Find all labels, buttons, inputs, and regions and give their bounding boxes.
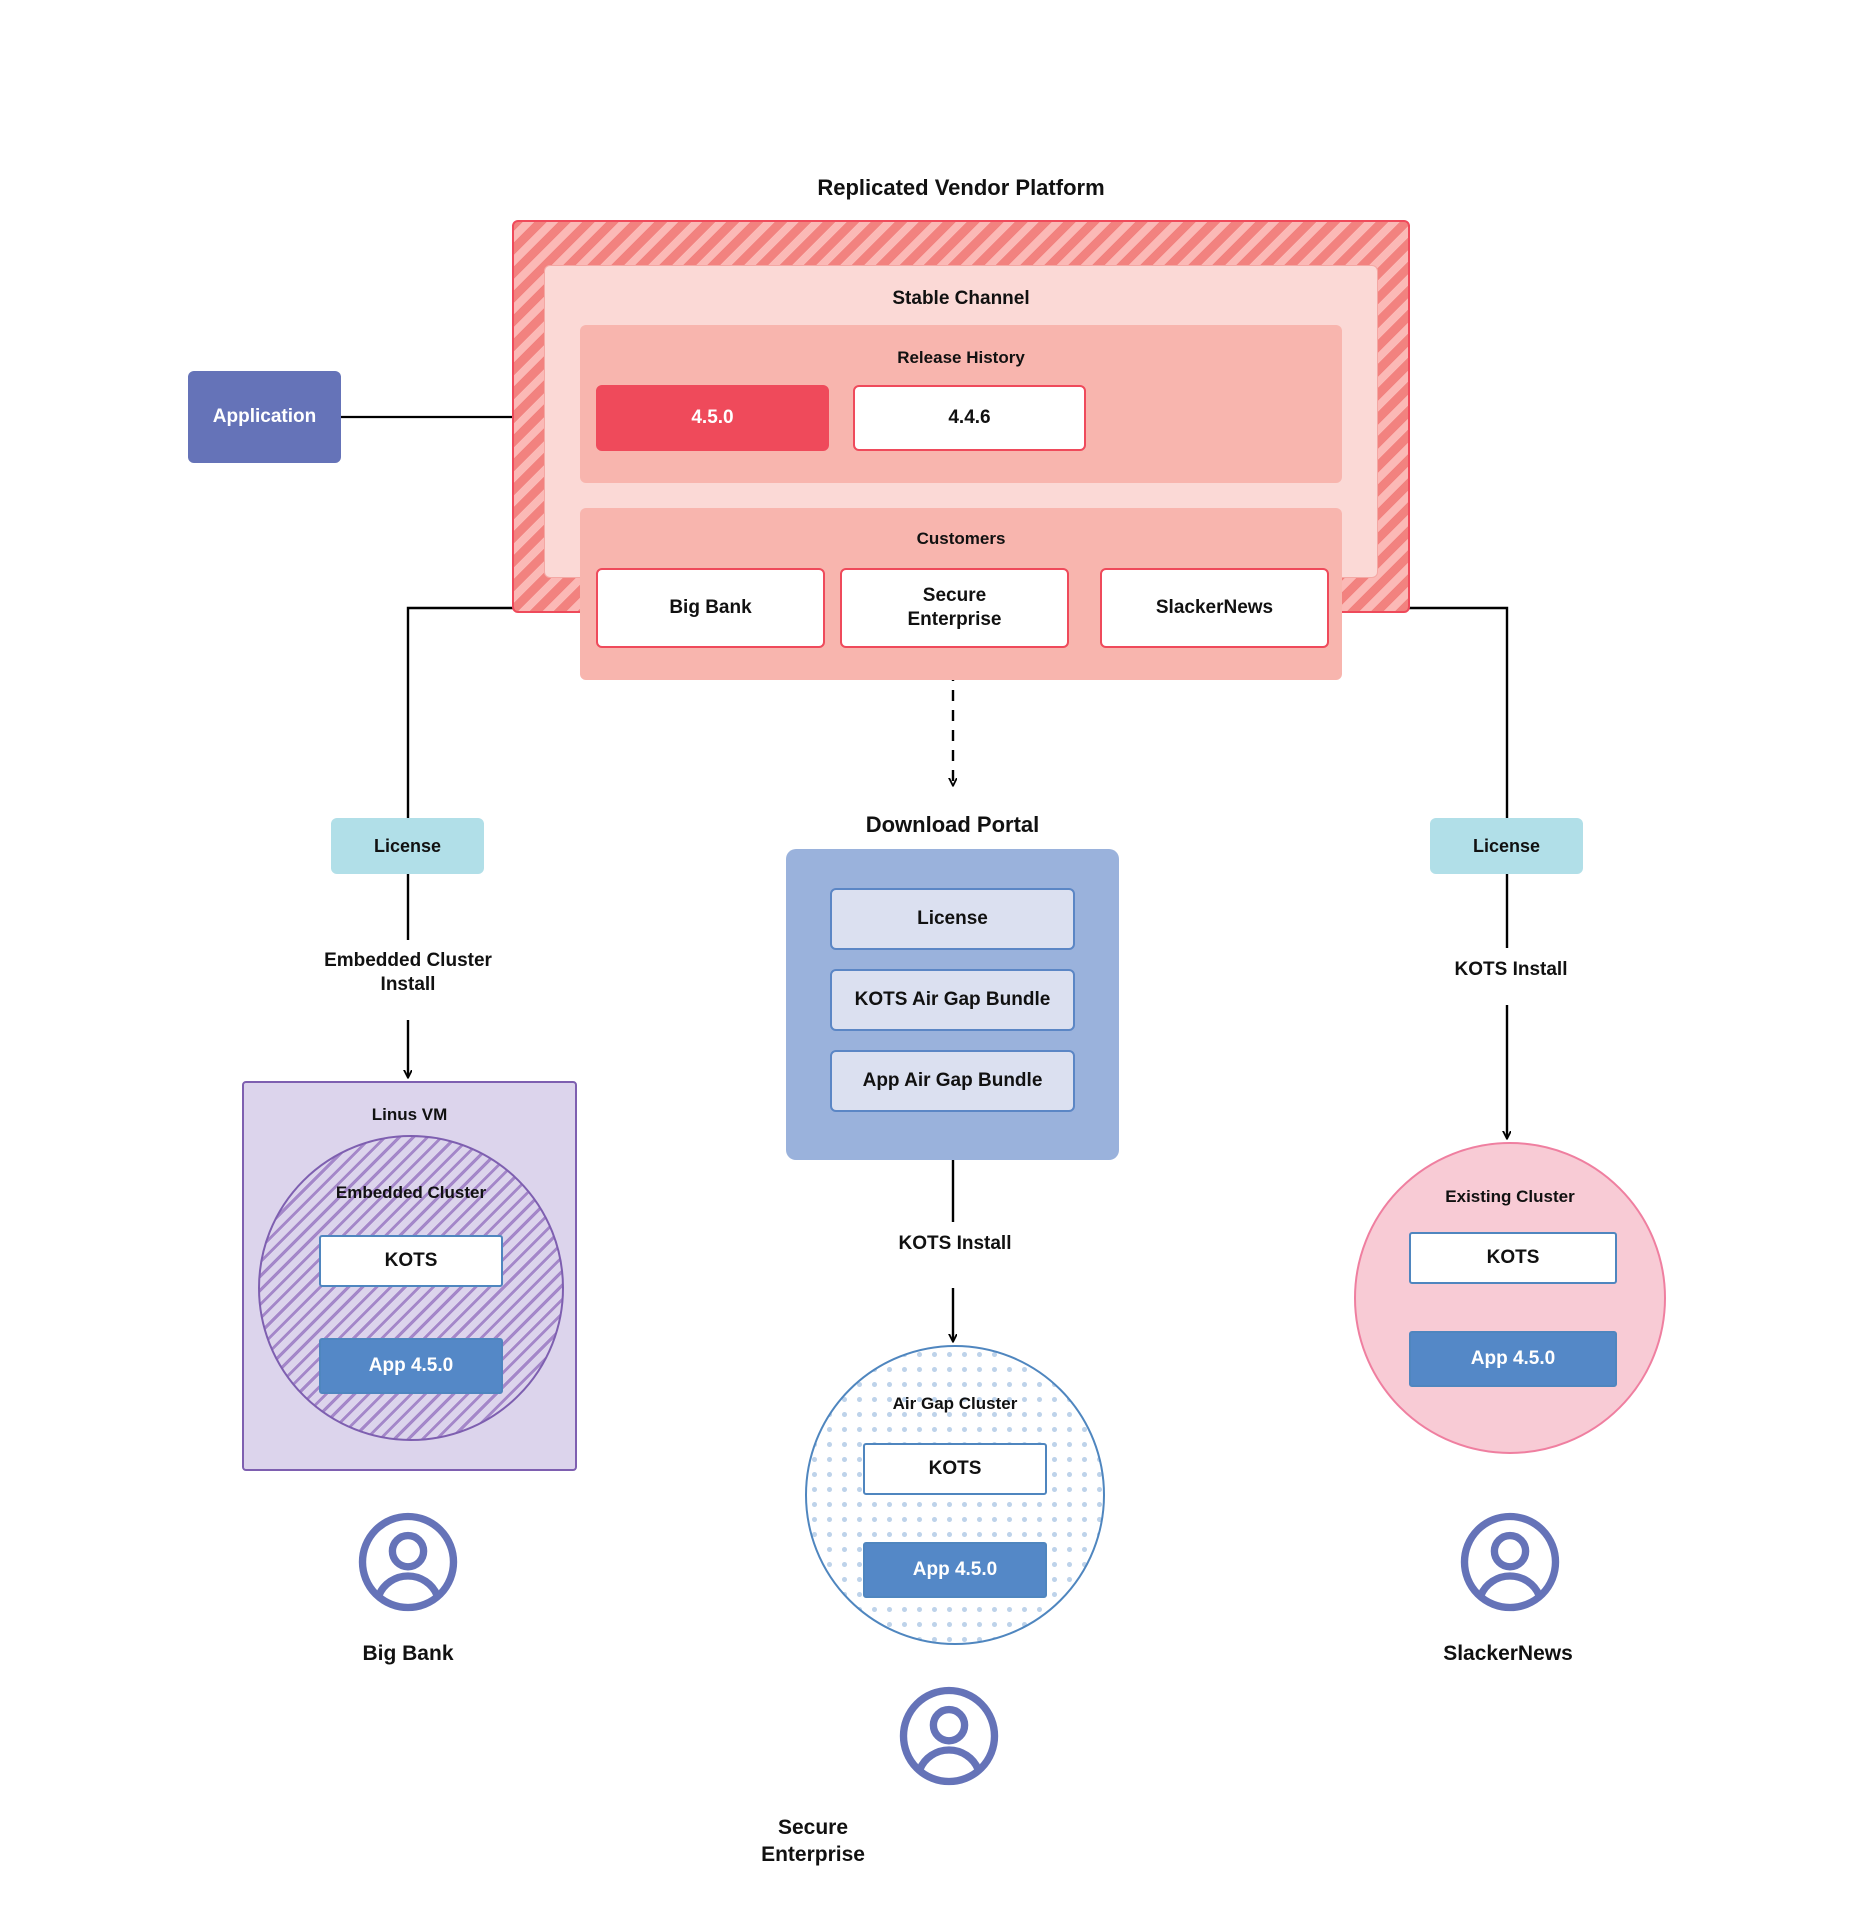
air-gap-cluster-label: Air Gap Cluster bbox=[892, 1394, 1018, 1413]
air-gap-cluster-circle bbox=[805, 1345, 1105, 1645]
edge-slackernews-to-license bbox=[1329, 606, 1509, 818]
user-avatar-icon bbox=[356, 1510, 460, 1614]
embedded-cluster-app-box[interactable]: App 4.5.0 bbox=[319, 1338, 503, 1394]
air-gap-cluster-app-box[interactable]: App 4.5.0 bbox=[863, 1542, 1047, 1598]
license-chip-right[interactable]: License bbox=[1430, 818, 1583, 874]
license-chip-left[interactable]: License bbox=[331, 818, 484, 874]
embedded-cluster-circle bbox=[258, 1135, 564, 1441]
download-portal-title: Download Portal bbox=[865, 812, 1040, 837]
edge-label-kots-install-right: KOTS Install bbox=[1454, 959, 1568, 980]
customers-title: Customers bbox=[916, 529, 1006, 548]
customer-name-big-bank: Big Bank bbox=[362, 1642, 454, 1665]
air-gap-cluster-kots-box[interactable]: KOTS bbox=[863, 1443, 1047, 1495]
page-title: Replicated Vendor Platform bbox=[817, 175, 1105, 200]
user-avatar-icon bbox=[897, 1684, 1001, 1788]
release-history-title: Release History bbox=[897, 348, 1025, 367]
release-box-previous[interactable]: 4.4.6 bbox=[853, 385, 1086, 451]
stable-channel-title: Stable Channel bbox=[892, 288, 1030, 309]
customer-box-big-bank[interactable]: Big Bank bbox=[596, 568, 825, 648]
existing-cluster-circle bbox=[1354, 1142, 1666, 1454]
download-portal-item-kots-air-gap-bundle[interactable]: KOTS Air Gap Bundle bbox=[830, 969, 1075, 1031]
linux-vm-label: Linus VM bbox=[371, 1105, 448, 1124]
existing-cluster-label: Existing Cluster bbox=[1445, 1187, 1575, 1206]
user-avatar-icon bbox=[1458, 1510, 1562, 1614]
download-portal-item-app-air-gap-bundle[interactable]: App Air Gap Bundle bbox=[830, 1050, 1075, 1112]
customer-box-slackernews[interactable]: SlackerNews bbox=[1100, 568, 1329, 648]
existing-cluster-kots-box[interactable]: KOTS bbox=[1409, 1232, 1617, 1284]
customer-name-slackernews: SlackerNews bbox=[1443, 1642, 1573, 1665]
embedded-cluster-label: Embedded Cluster bbox=[335, 1183, 487, 1202]
edge-bigbank-to-license bbox=[406, 606, 596, 818]
edge-label-kots-install-center: KOTS Install bbox=[898, 1233, 1012, 1254]
download-portal-item-license[interactable]: License bbox=[830, 888, 1075, 950]
existing-cluster-app-box[interactable]: App 4.5.0 bbox=[1409, 1331, 1617, 1387]
release-box-latest[interactable]: 4.5.0 bbox=[596, 385, 829, 451]
embedded-cluster-kots-box[interactable]: KOTS bbox=[319, 1235, 503, 1287]
application-box[interactable]: Application bbox=[188, 371, 341, 463]
